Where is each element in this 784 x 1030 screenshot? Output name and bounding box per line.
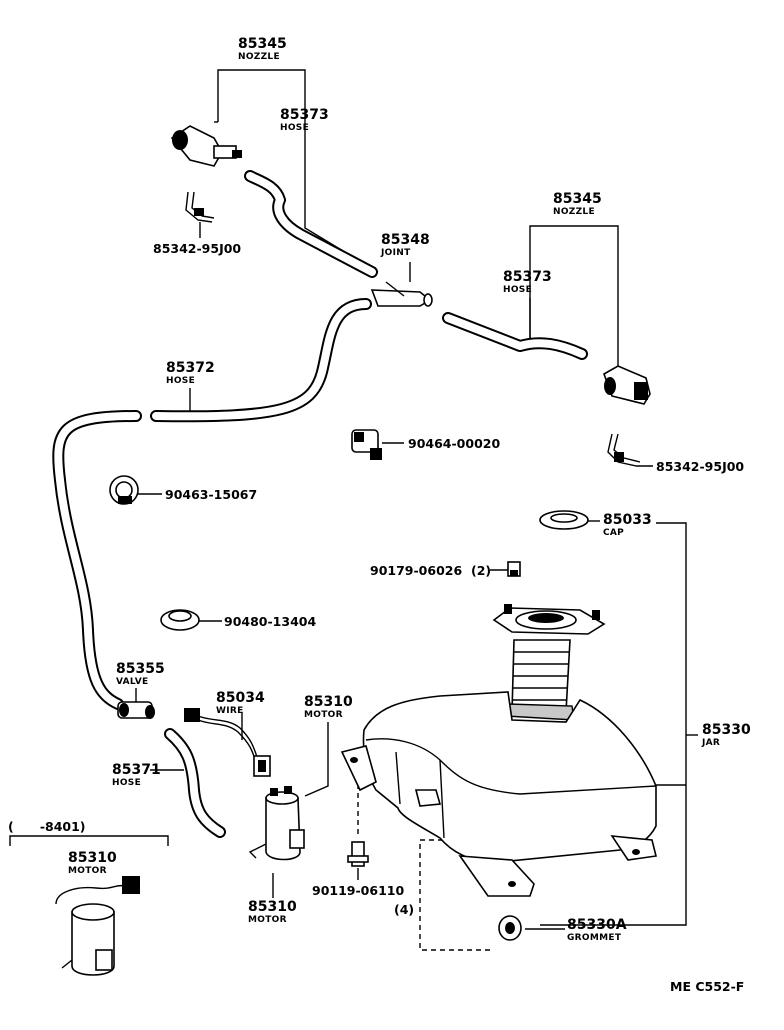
grommet-label: GROMMET — [567, 933, 622, 943]
clip-right-icon — [607, 433, 641, 467]
motor-variant-label: MOTOR — [68, 866, 107, 876]
washer-jar-icon — [340, 604, 657, 897]
grommet-plug-icon — [160, 609, 200, 631]
valve-label: VALVE — [116, 677, 148, 687]
hose-long-number: 85372 — [166, 360, 215, 376]
joint-icon — [370, 281, 433, 307]
clamp-mid-number: 90464-00020 — [408, 436, 500, 451]
wire-icon — [184, 708, 271, 777]
hose-long-label: HOSE — [166, 376, 195, 386]
motor-upper-label: MOTOR — [304, 710, 343, 720]
bolt-number: 90119-06110 — [312, 883, 404, 898]
labels: 85345 NOZZLE 85373 HOSE 85342-95J00 8534… — [8, 36, 751, 994]
joint-label: JOINT — [380, 248, 411, 258]
nozzle-top-number: 85345 — [238, 36, 287, 52]
motor-upper-icon — [248, 786, 305, 861]
bolt-small-number: 90179-06026 — [370, 563, 462, 578]
valve-icon — [117, 701, 155, 719]
hose-small-label: HOSE — [112, 778, 141, 788]
figure-code: ME C552-F — [670, 979, 744, 994]
bolt-small-qty: (2) — [471, 563, 491, 578]
cap-number: 85033 — [603, 512, 652, 528]
bolt-small-icon — [507, 561, 521, 577]
grommet-icon — [498, 915, 522, 941]
hose-small-number: 85371 — [112, 762, 161, 778]
cap-label: CAP — [603, 528, 624, 538]
grommet-plug-number: 90480-13404 — [224, 614, 316, 629]
clip-right-number: 85342-95J00 — [656, 459, 744, 474]
hose-top-label: HOSE — [280, 123, 309, 133]
nozzle-right-number: 85345 — [553, 191, 602, 207]
wire-label: WIRE — [216, 706, 244, 716]
valve-number: 85355 — [116, 661, 165, 677]
clamp-mid-icon — [351, 429, 382, 460]
motor-upper-number: 85310 — [304, 694, 353, 710]
motor-lower-number: 85310 — [248, 899, 297, 915]
clip-left-number: 85342-95J00 — [153, 241, 241, 256]
hose-right-label: HOSE — [503, 285, 532, 295]
bolt-icon — [347, 841, 369, 867]
motor-variant-icon — [55, 876, 140, 976]
hose-right-number: 85373 — [503, 269, 552, 285]
motor-variant-number: 85310 — [68, 850, 117, 866]
wire-number: 85034 — [216, 690, 265, 706]
clip-left-icon — [185, 191, 215, 223]
hose-top-number: 85373 — [280, 107, 329, 123]
bolt-qty: (4) — [394, 902, 414, 917]
jar-label: JAR — [701, 738, 720, 748]
hose-lines — [52, 170, 588, 838]
motor-lower-label: MOTOR — [248, 915, 287, 925]
cap-icon — [539, 510, 589, 530]
nozzle-top-label: NOZZLE — [238, 52, 280, 62]
variant-range: ( -8401) — [8, 819, 86, 834]
nozzle-right-icon — [603, 365, 651, 405]
ring-clamp-number: 90463-15067 — [165, 487, 257, 502]
nozzle-top-icon — [170, 125, 242, 167]
leader-lines — [9, 69, 698, 951]
jar-number: 85330 — [702, 722, 751, 738]
ring-clamp-icon — [109, 475, 139, 505]
nozzle-right-label: NOZZLE — [553, 207, 595, 217]
grommet-number: 85330A — [567, 917, 627, 933]
joint-number: 85348 — [381, 232, 430, 248]
